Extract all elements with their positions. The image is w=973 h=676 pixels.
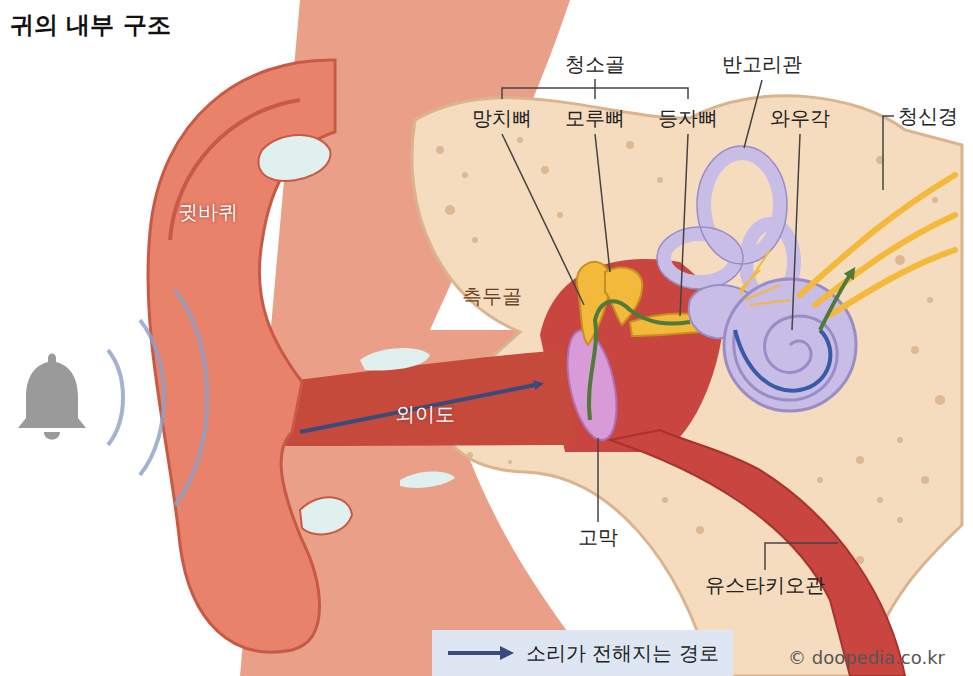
part-label: 고막 [578,525,618,549]
sound-waves [108,290,207,505]
part-label: 와우각 [770,106,830,130]
part-label: 측두골 [462,284,522,308]
part-label: 유스타키오관 [705,573,825,597]
cartilage [360,348,430,370]
watermark: © doopedia.co.kr [788,646,945,670]
auditory-nerve [800,175,955,315]
part-label: 외이도 [395,402,455,426]
part-label: 청신경 [898,104,958,128]
part-label: 등자뼈 [658,106,718,130]
semicircular-canals-outline [657,146,787,289]
part-label: 모루뼈 [565,106,625,130]
eardrum [559,326,625,445]
leader-lines [502,79,894,570]
group-label: 청소골 [565,52,625,76]
cartilage [400,472,455,488]
diagram-title: 귀의 내부 구조 [10,10,171,40]
part-label: 망치뼈 [472,106,532,130]
legend-arrow [446,643,516,663]
cartilage [258,135,330,181]
sound-path [300,384,540,432]
legend-text: 소리가 전해지는 경로 [526,640,719,667]
nerve-fibers [740,250,790,305]
part-label: 반고리관 [722,52,802,76]
sound-path [820,272,852,330]
part-label: 귓바퀴 [178,200,238,224]
sound-path [735,330,830,391]
ear-canal [280,350,575,446]
legend-band: 소리가 전해지는 경로 [432,630,733,676]
sound-path [589,301,690,420]
bell-icon [18,354,86,440]
cartilage [300,497,352,534]
pinna [148,60,335,652]
bone-pores [436,137,945,564]
